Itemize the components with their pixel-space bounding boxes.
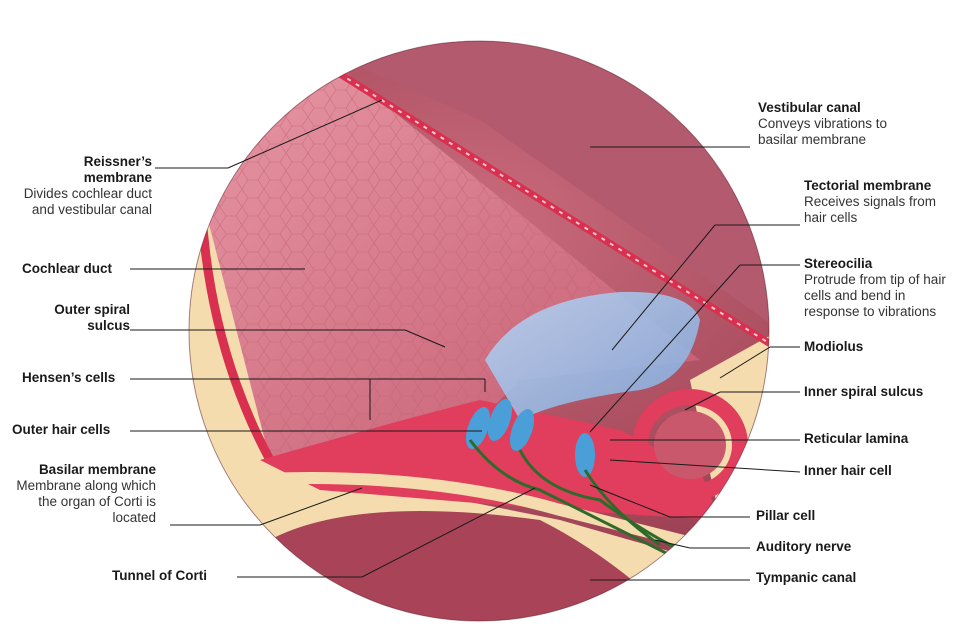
label-pillar-cell: Pillar cell: [756, 508, 815, 524]
reissners-membrane-title: Reissner’s membrane: [20, 154, 152, 186]
label-reissners-membrane: Reissner’s membrane Divides cochlear duc…: [20, 154, 152, 218]
label-vestibular-canal: Vestibular canal Conveys vibrations to b…: [758, 100, 923, 148]
label-basilar-membrane: Basilar membrane Membrane along which th…: [16, 462, 156, 526]
label-tympanic-canal: Tympanic canal: [756, 570, 856, 586]
label-auditory-nerve: Auditory nerve: [756, 539, 851, 555]
stereocilia-title: Stereocilia: [804, 256, 956, 272]
label-modiolus: Modiolus: [804, 339, 863, 355]
label-cochlear-duct: Cochlear duct: [22, 261, 112, 277]
vestibular-canal-title: Vestibular canal: [758, 100, 923, 116]
label-outer-hair-cells: Outer hair cells: [12, 422, 110, 438]
reissners-membrane-desc: Divides cochlear duct and vestibular can…: [20, 186, 152, 218]
stereocilia-desc: Protrude from tip of hair cells and bend…: [804, 272, 956, 320]
label-inner-hair-cell: Inner hair cell: [804, 463, 892, 479]
label-stereocilia: Stereocilia Protrude from tip of hair ce…: [804, 256, 956, 320]
label-inner-spiral-sulcus: Inner spiral sulcus: [804, 384, 923, 400]
basilar-membrane-title: Basilar membrane: [16, 462, 156, 478]
tectorial-membrane-desc: Receives signals from hair cells: [804, 194, 954, 226]
basilar-membrane-desc: Membrane along which the organ of Corti …: [16, 478, 156, 526]
label-tunnel-of-corti: Tunnel of Corti: [112, 568, 207, 584]
label-tectorial-membrane: Tectorial membrane Receives signals from…: [804, 178, 954, 226]
tectorial-membrane-title: Tectorial membrane: [804, 178, 954, 194]
label-hensens-cells: Hensen’s cells: [22, 370, 115, 386]
vestibular-canal-desc: Conveys vibrations to basilar membrane: [758, 116, 923, 148]
label-reticular-lamina: Reticular lamina: [804, 431, 908, 447]
label-outer-spiral-sulcus: Outer spiral sulcus: [20, 302, 130, 334]
